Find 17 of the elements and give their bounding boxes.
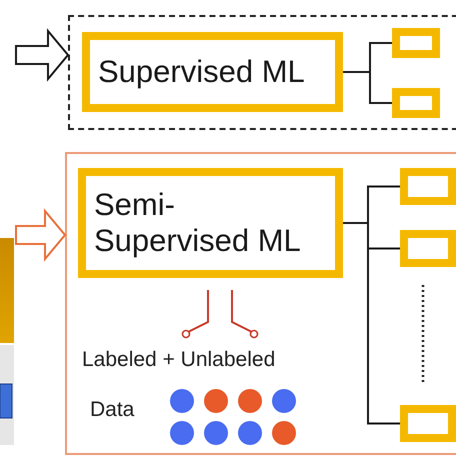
data-label: Labeled + Unlabeled bbox=[82, 348, 276, 372]
group-frame bbox=[65, 152, 456, 455]
model-label: Semi- Supervised ML bbox=[94, 187, 302, 259]
model-box bbox=[78, 168, 343, 278]
data-label: Data bbox=[90, 398, 134, 422]
output-box bbox=[400, 405, 456, 442]
model-label: Supervised ML bbox=[98, 54, 305, 90]
output-box bbox=[400, 168, 456, 205]
output-box bbox=[392, 28, 440, 58]
model-box bbox=[82, 32, 343, 112]
hollow-arrow bbox=[15, 208, 66, 262]
output-box bbox=[400, 230, 456, 267]
connector-line bbox=[343, 71, 392, 104]
output-box bbox=[392, 88, 440, 118]
hollow-arrow bbox=[15, 28, 70, 82]
group-frame bbox=[68, 15, 456, 130]
connector-line bbox=[343, 222, 400, 424]
